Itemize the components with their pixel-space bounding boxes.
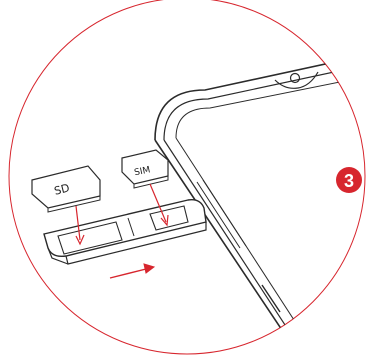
sd-card-label: SD — [53, 181, 71, 197]
phone-notch — [274, 71, 319, 89]
callout-circle — [8, 0, 366, 355]
phone-screen-frame — [175, 71, 365, 139]
sd-insert-arrow — [75, 205, 85, 246]
front-camera-icon — [289, 72, 301, 84]
phone-outer-frame — [154, 49, 365, 141]
card-tray — [43, 198, 207, 265]
phone-screen-edge — [175, 137, 319, 354]
tray-sd-slot — [57, 221, 123, 255]
phone-inner-frame-1 — [163, 59, 365, 141]
phone-side-button — [261, 284, 281, 313]
sim-card-label: SIM — [133, 165, 151, 178]
sd-card: SD — [31, 165, 101, 213]
phone-inner-edge-1 — [163, 139, 307, 354]
step-badge: 3 — [336, 167, 362, 193]
phone-card-slot — [196, 179, 247, 249]
tray-sim-slot — [149, 205, 189, 231]
sim-card: SIM — [121, 149, 169, 189]
sim-insert-arrow — [149, 183, 169, 227]
phone-outer-edge — [154, 139, 301, 354]
step-number: 3 — [344, 171, 354, 191]
tray-insert-arrow — [109, 263, 156, 279]
